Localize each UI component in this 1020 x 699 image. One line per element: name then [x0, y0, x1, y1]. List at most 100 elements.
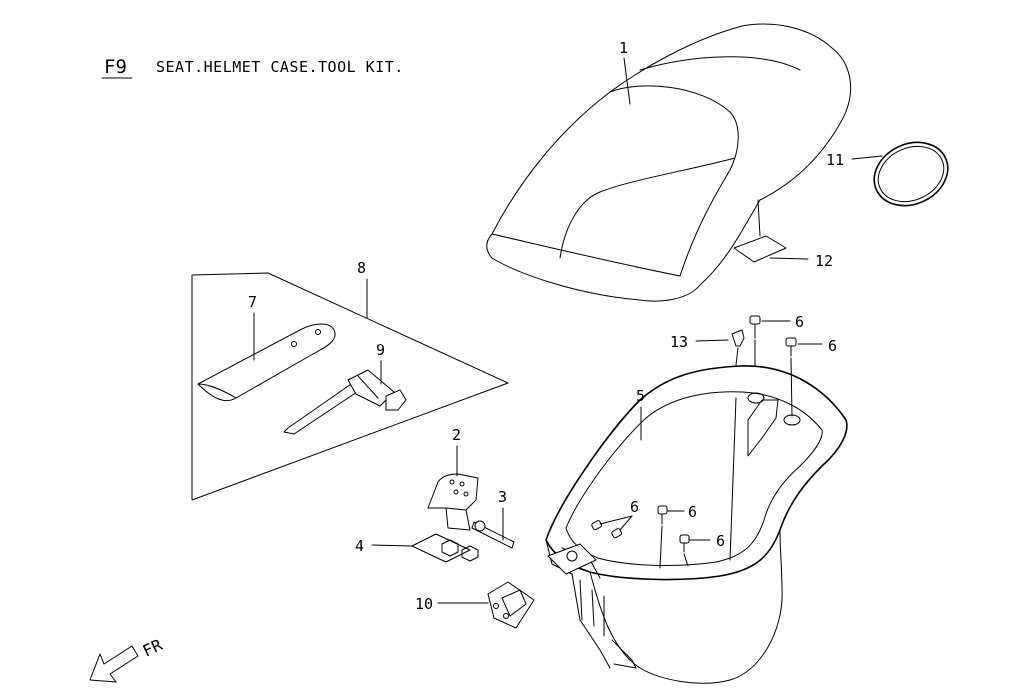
tool-bag-part — [197, 323, 336, 402]
callout-label: 6 — [688, 503, 697, 521]
front-arrow-icon — [89, 645, 139, 683]
screw-leader — [683, 553, 689, 567]
seat-front-edge — [491, 233, 681, 277]
callout-10: 10 — [415, 595, 489, 613]
clip-part — [729, 329, 745, 561]
bolt-part — [471, 520, 515, 549]
callout-3: 3 — [498, 488, 507, 541]
callout-leader — [695, 339, 729, 342]
bracket-face — [501, 589, 527, 617]
clip-leader — [735, 347, 739, 366]
screw-part — [591, 520, 623, 539]
bracket-body — [487, 581, 535, 629]
hinge-hole — [463, 491, 469, 497]
callout-label: 6 — [828, 337, 837, 355]
label-part — [733, 235, 787, 263]
callout-13: 13 — [670, 333, 729, 351]
callout-leader — [851, 155, 883, 160]
screw-part — [785, 337, 797, 417]
nut-part — [411, 533, 479, 563]
callout-leader — [619, 515, 633, 531]
helmet-case-ribs — [579, 579, 637, 669]
callout-label: 8 — [357, 259, 366, 277]
callout-label: 5 — [636, 387, 645, 405]
tool-bag-snap — [315, 329, 321, 335]
hinge-part — [427, 473, 479, 531]
callout-12: 12 — [769, 252, 833, 270]
seat-outline — [486, 23, 852, 302]
helmet-case-mount — [747, 399, 779, 457]
ring-outer — [873, 141, 949, 207]
label-sticker — [733, 235, 787, 263]
wrench-socket-line — [357, 375, 379, 399]
bracket-part — [487, 581, 535, 629]
seat-rear-seam — [639, 56, 801, 71]
callout-7: 7 — [248, 293, 257, 361]
nut-group-bracket — [411, 533, 471, 563]
callout-5: 5 — [636, 387, 645, 441]
screw-head — [749, 315, 761, 325]
callout-2: 2 — [452, 426, 461, 477]
ring-inner — [877, 145, 945, 203]
wrench-hex-end — [385, 389, 407, 411]
callout-label: 13 — [670, 333, 688, 351]
hinge-hole — [453, 489, 459, 495]
callout-label: 6 — [716, 532, 725, 550]
screw-part — [749, 315, 761, 367]
screw-head — [785, 337, 797, 347]
seat-cushion-seam — [559, 157, 736, 259]
callout-6e: 6 — [689, 532, 725, 550]
bracket-hole — [493, 603, 499, 609]
wrench-bar — [283, 381, 361, 435]
callout-6a: 6 — [761, 313, 804, 331]
bolt-head — [474, 520, 486, 532]
callout-6d: 6 — [667, 503, 697, 521]
screw-head — [657, 505, 668, 515]
hinge-plate — [427, 473, 479, 511]
callout-label: 3 — [498, 488, 507, 506]
helmet-case-front-wall — [545, 539, 611, 669]
page-header: F9 SEAT.HELMET CASE.TOOL KIT. — [101, 56, 404, 79]
callout-8: 8 — [357, 259, 368, 319]
tool-kit-outline — [191, 272, 509, 501]
diagram-title: SEAT.HELMET CASE.TOOL KIT. — [156, 58, 404, 76]
seat-label-leader — [757, 199, 761, 237]
screw-leader — [659, 525, 663, 569]
callout-label: 6 — [630, 498, 639, 516]
tool-bag-snap — [291, 341, 297, 347]
hinge-hole — [449, 479, 455, 485]
screw-part — [679, 534, 690, 567]
helmet-case-inner-rim — [565, 391, 823, 566]
callout-label: 2 — [452, 426, 461, 444]
helmet-case-part — [545, 365, 848, 684]
tool-bag-fold — [197, 383, 237, 399]
callout-label: 4 — [355, 537, 364, 555]
screw-head — [611, 528, 623, 539]
callout-label: 7 — [248, 293, 257, 311]
callout-1: 1 — [619, 39, 631, 105]
clip-leader-lower — [729, 397, 737, 561]
callout-label: 11 — [826, 151, 844, 169]
helmet-case-bowl — [589, 529, 783, 684]
helmet-case-latch-hole — [566, 550, 578, 562]
clip-head — [731, 329, 745, 347]
seat-rider-cushion — [609, 85, 739, 277]
screw-leader — [790, 357, 793, 417]
wrench-part — [283, 369, 407, 435]
callout-leader — [371, 544, 413, 547]
tool-bag-body — [197, 323, 336, 402]
front-label: FR — [140, 635, 166, 661]
helmet-case-latch-plate — [547, 543, 597, 575]
screw-head — [679, 534, 690, 544]
callout-11: 11 — [826, 151, 883, 169]
callout-leader — [623, 57, 631, 105]
callout-4: 4 — [355, 537, 413, 555]
callout-leader — [769, 257, 809, 260]
nut-b — [461, 545, 479, 562]
seat-part — [486, 23, 852, 302]
diagram-code: F9 — [104, 56, 127, 78]
callout-6b: 6 — [797, 337, 837, 355]
callout-label: 12 — [815, 252, 833, 270]
screw-head — [591, 520, 603, 531]
